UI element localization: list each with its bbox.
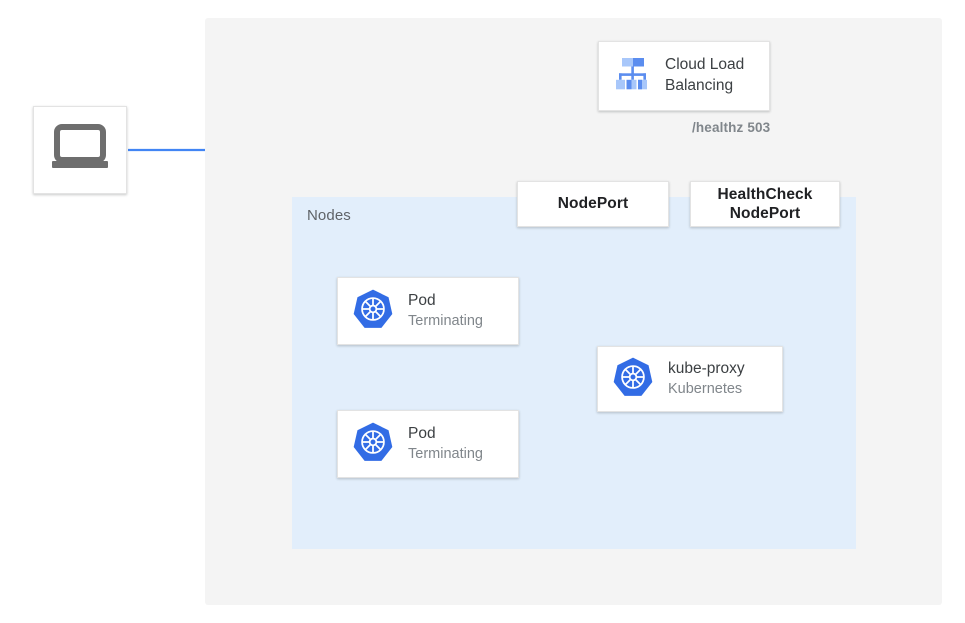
pod-1-status: Terminating [408,312,483,329]
cloud-load-balancing-icon [611,52,655,101]
kube-proxy-subtitle: Kubernetes [668,380,743,397]
cloud-load-balancing-title-line-2: Balancing [665,77,734,94]
laptop-icon [50,123,110,178]
kubernetes-icon [612,356,654,403]
nodeport-label: NodePort [557,195,629,213]
kubernetes-icon [352,421,394,468]
healthcheck-nodeport-label-line-1: HealthCheck [717,185,813,203]
pod-1-title: Pod [408,291,436,309]
pod-2-status: Terminating [408,445,483,462]
pod-2-title: Pod [408,424,436,442]
kube-proxy-node[interactable]: kube-proxy Kubernetes [597,346,783,412]
pod-node-1[interactable]: Pod Terminating [337,277,519,345]
healthcheck-nodeport-node[interactable]: HealthCheck NodePort [690,181,840,227]
client-node[interactable] [33,106,127,194]
nodeport-node[interactable]: NodePort [517,181,669,227]
kube-proxy-title: kube-proxy [668,359,745,377]
healthcheck-nodeport-label-line-2: NodePort [729,205,801,222]
cloud-load-balancing-node[interactable]: Cloud Load Balancing [598,41,770,111]
nodes-region-label: Nodes [307,207,351,224]
pod-node-2[interactable]: Pod Terminating [337,410,519,478]
kubernetes-icon [352,288,394,335]
healthz-status-label: /healthz 503 [692,120,771,135]
cloud-load-balancing-title-line-1: Cloud Load [665,56,745,74]
